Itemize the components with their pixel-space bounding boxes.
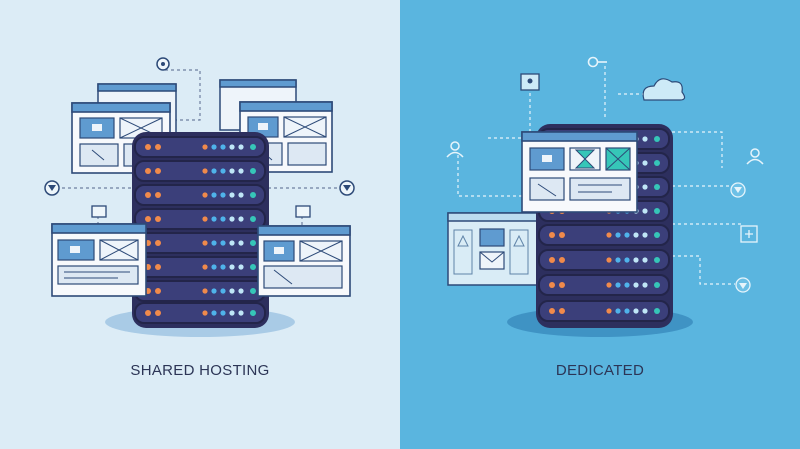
browser-window-main <box>521 131 638 213</box>
browser-window-bottom-left <box>51 223 147 297</box>
dedicated-connector-lines <box>457 66 742 285</box>
key-icon <box>587 56 607 68</box>
dedicated-panel <box>446 56 764 337</box>
user-icon <box>446 141 464 158</box>
pin-icon <box>520 73 540 91</box>
wireframe-window-left <box>447 212 545 286</box>
play-left-icon <box>44 180 60 196</box>
wifi-icon <box>735 277 751 293</box>
shared-hosting-caption: SHARED HOSTING <box>130 362 270 379</box>
play-right-icon <box>339 180 355 196</box>
shared-server-rack <box>132 132 269 328</box>
filter-icon <box>730 182 746 198</box>
small-box-icon <box>91 205 107 218</box>
plus-icon <box>740 225 758 243</box>
circle-target-icon <box>156 57 170 71</box>
small-box-icon <box>295 205 311 218</box>
dedicated-caption: DEDICATED <box>555 362 645 379</box>
browser-window-bottom-right <box>257 225 351 297</box>
browser-window-top-right <box>239 101 333 173</box>
cloud-icon <box>642 78 686 101</box>
user-icon <box>746 148 764 165</box>
shared-hosting-panel <box>44 57 355 337</box>
